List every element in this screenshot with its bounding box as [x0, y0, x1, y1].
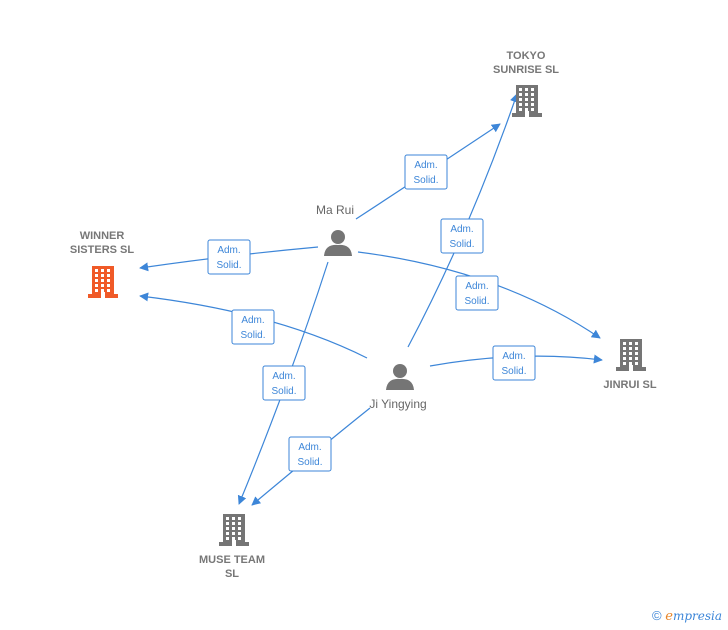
edge-label-marui-to-muse[interactable]: Adm. Solid.	[262, 365, 306, 401]
edge-label-text: Adm.	[465, 281, 488, 292]
edge-label-text: Solid.	[449, 239, 474, 250]
footer-brand: © empresia	[652, 608, 722, 624]
edge-label-jiyingying-to-winner[interactable]: Adm. Solid.	[231, 309, 275, 345]
edge-label-text: Solid.	[413, 175, 438, 186]
edge-label-text: Adm.	[414, 160, 437, 171]
building-icon-muse[interactable]	[219, 514, 249, 546]
edge-label-box	[440, 218, 484, 254]
edge-label-box	[455, 275, 499, 311]
edge-label-text: Solid.	[216, 260, 241, 271]
person-name-marui[interactable]: Ma Rui	[315, 203, 354, 217]
person-name-jiyingying[interactable]: Ji Yingying	[369, 397, 427, 411]
edge-label-text: Solid.	[271, 386, 296, 397]
edge-label-marui-to-winner[interactable]: Adm. Solid.	[207, 239, 251, 275]
edge-label-text: Solid.	[297, 457, 322, 468]
edge-label-text: Adm.	[241, 315, 264, 326]
brand-logo-letter: e	[665, 609, 673, 624]
person-icon-jiyingying[interactable]	[386, 364, 414, 390]
edge-label-text: Adm.	[450, 224, 473, 235]
company-name-muse[interactable]: MUSE TEAM SL	[199, 554, 265, 580]
person-icon-marui[interactable]	[324, 230, 352, 256]
edge-label-box	[492, 345, 536, 381]
edge-label-jiyingying-to-muse[interactable]: Adm. Solid.	[288, 436, 332, 472]
edge-label-box	[207, 239, 251, 275]
building-icon-tokyo[interactable]	[512, 85, 542, 117]
edge-label-text: Adm.	[217, 245, 240, 256]
building-icon-jinrui[interactable]	[616, 339, 646, 371]
edge-label-box	[404, 154, 448, 190]
edge-label-text: Adm.	[298, 442, 321, 453]
edge-label-text: Solid.	[501, 366, 526, 377]
edge-label-text: Solid.	[240, 330, 265, 341]
edge-label-jiyingying-to-tokyo[interactable]: Adm. Solid.	[440, 218, 484, 254]
edge-label-jiyingying-to-jinrui[interactable]: Adm. Solid.	[492, 345, 536, 381]
brand-logo-text: mpresia	[672, 609, 722, 623]
company-name-winner[interactable]: WINNER SISTERS SL	[69, 230, 135, 256]
building-icon-winner[interactable]	[88, 266, 118, 298]
edge-label-text: Adm.	[502, 351, 525, 362]
edge-label-box	[288, 436, 332, 472]
edge-label-text: Solid.	[464, 296, 489, 307]
company-name-jinrui[interactable]: JINRUI SL	[603, 379, 657, 391]
edge-label-text: Adm.	[272, 371, 295, 382]
edge-label-box	[262, 365, 306, 401]
company-name-tokyo[interactable]: TOKYO SUNRISE SL	[492, 50, 559, 76]
edge-label-marui-to-jinrui[interactable]: Adm. Solid.	[455, 275, 499, 311]
copyright-symbol: ©	[652, 608, 662, 623]
edge-label-marui-to-tokyo[interactable]: Adm. Solid.	[404, 154, 448, 190]
edge-label-box	[231, 309, 275, 345]
